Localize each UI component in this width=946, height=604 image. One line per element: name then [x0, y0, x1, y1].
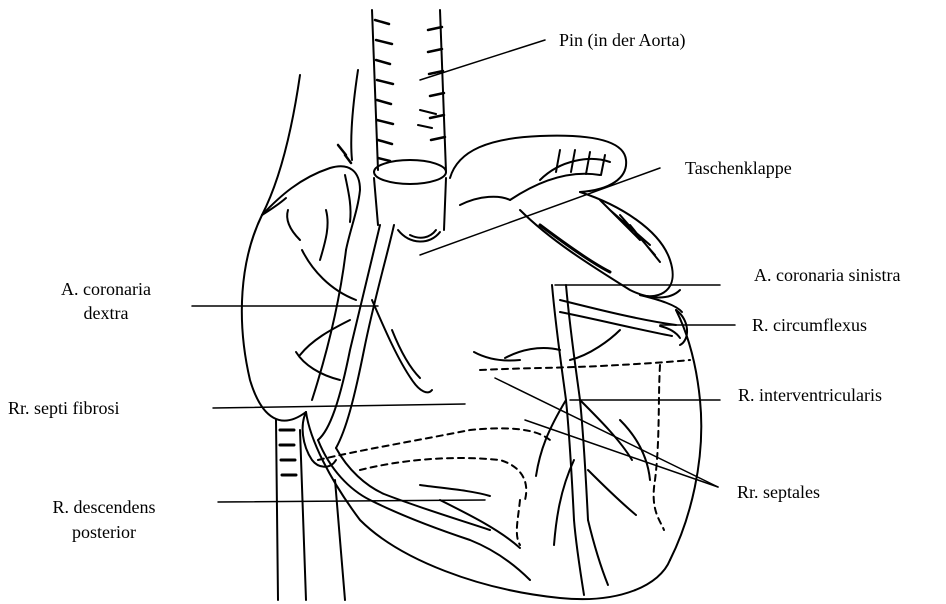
- label-rr-septales: Rr. septales: [737, 480, 820, 504]
- aorta-pin-drawing: [372, 10, 446, 230]
- vena-cava-drawing: [262, 70, 358, 600]
- valve-drawing: [398, 230, 440, 242]
- label-r-interventricularis: R. interventricularis: [738, 383, 882, 407]
- pulmonary-trunk-drawing: [450, 136, 680, 298]
- right-atrium-drawing: [242, 145, 360, 421]
- circumflex-artery-drawing: [560, 300, 680, 338]
- leader-rr-septales-2: [525, 420, 718, 487]
- label-rr-septi-fibrosi: Rr. septi fibrosi: [8, 396, 120, 420]
- label-r-descendens-posterior-line1: R. descendens: [24, 495, 184, 519]
- label-a-coronaria-sinistra: A. coronaria sinistra: [754, 263, 900, 287]
- posterior-descending-drawing: [318, 428, 550, 580]
- leader-rr-septi-fibrosi: [213, 404, 465, 408]
- label-a-coronaria-dextra-line1: A. coronaria: [36, 277, 176, 301]
- label-taschenklappe: Taschenklappe: [685, 156, 792, 180]
- heart-outline-drawing: [303, 295, 702, 599]
- leader-lines: [192, 40, 735, 502]
- leader-pin: [420, 40, 545, 80]
- leader-rr-septales-1: [495, 378, 718, 487]
- label-r-circumflexus: R. circumflexus: [752, 313, 867, 337]
- label-pin: Pin (in der Aorta): [559, 28, 685, 52]
- right-coronary-artery-drawing: [287, 210, 432, 448]
- label-a-coronaria-dextra-line2: dextra: [36, 301, 176, 325]
- label-r-descendens-posterior-line2: posterior: [24, 520, 184, 544]
